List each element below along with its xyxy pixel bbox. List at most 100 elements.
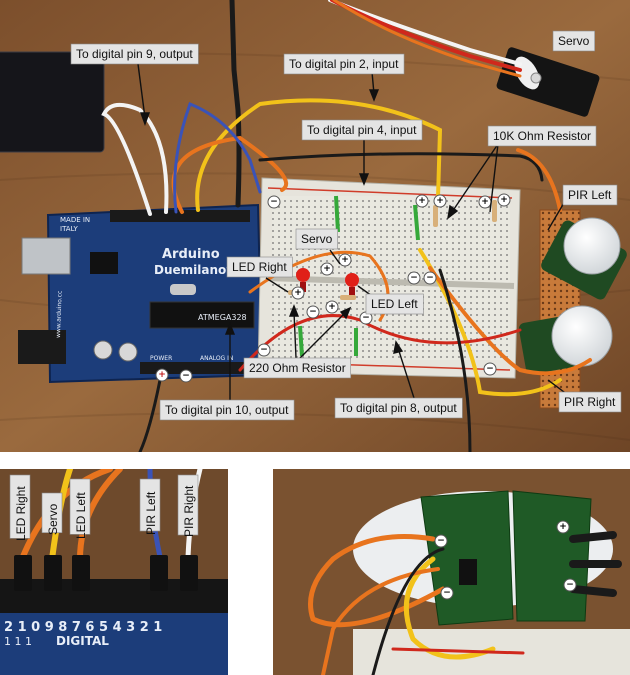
inset-label-pir-left: PIR Left <box>139 478 161 535</box>
plus-marker: + <box>497 193 511 207</box>
plus-marker: + <box>155 368 169 382</box>
svg-text:To digital pin 2, input: To digital pin 2, input <box>289 57 399 71</box>
callout-arrows <box>137 63 573 400</box>
svg-text:−: − <box>426 273 434 283</box>
callout-pin8: To digital pin 8, output <box>334 397 463 419</box>
svg-text:−: − <box>270 197 278 207</box>
minus-marker: − <box>440 586 454 600</box>
plus-marker: + <box>556 520 570 534</box>
svg-text:−: − <box>437 536 445 546</box>
minus-marker: − <box>563 578 577 592</box>
inset-header-closeup: LED Right Servo LED Left PIR Left PIR Ri… <box>0 469 228 675</box>
pir-sensor-left <box>541 217 627 300</box>
callout-pir-left: PIR Left <box>562 184 618 206</box>
minus-marker: − <box>434 534 448 548</box>
svg-text:+: + <box>158 370 166 380</box>
plus-marker: + <box>325 300 339 314</box>
board-site: www.arduino.cc <box>55 291 64 338</box>
header-numbers: 2 1 0 9 8 7 6 5 4 3 2 1 <box>4 620 162 635</box>
main-photo: MADE IN ITALY Arduino Duemilanove ATMEGA… <box>0 0 630 452</box>
callout-servo-top: Servo <box>552 30 595 52</box>
svg-text:10K Ohm Resistor: 10K Ohm Resistor <box>493 129 591 143</box>
usb-port <box>21 237 71 275</box>
digital-header <box>110 210 250 222</box>
inset-pir-drawing: − − + − <box>273 469 630 675</box>
svg-text:Servo: Servo <box>46 503 60 535</box>
svg-text:PIR Left: PIR Left <box>144 491 158 535</box>
svg-text:+: + <box>294 288 302 298</box>
svg-text:−: − <box>260 345 268 355</box>
minus-marker: − <box>483 362 497 376</box>
svg-text:To digital pin 10, output: To digital pin 10, output <box>165 403 289 417</box>
header-plugs <box>14 555 198 591</box>
led-right <box>296 268 310 292</box>
svg-text:To digital pin 8, output: To digital pin 8, output <box>340 401 457 415</box>
svg-text:+: + <box>559 522 567 532</box>
svg-text:−: − <box>486 364 494 374</box>
callout-pin2: To digital pin 2, input <box>283 53 405 75</box>
board-italy: ITALY <box>60 225 79 233</box>
minus-marker: − <box>179 369 193 383</box>
callout-pin9: To digital pin 9, output <box>70 43 199 65</box>
svg-text:+: + <box>341 255 349 265</box>
svg-text:−: − <box>410 273 418 283</box>
plus-marker: + <box>478 195 492 209</box>
board-edge <box>0 609 228 675</box>
board-chip-label: ATMEGA328 <box>198 313 247 322</box>
callout-10k-resistor: 10K Ohm Resistor <box>487 125 597 147</box>
arduino-board: MADE IN ITALY Arduino Duemilanove ATMEGA… <box>18 203 264 384</box>
callout-pin10: To digital pin 10, output <box>159 399 295 421</box>
atmega-chip <box>149 301 255 329</box>
green-jumpers <box>298 195 420 357</box>
inset-header-drawing: LED Right Servo LED Left PIR Left PIR Ri… <box>0 469 228 675</box>
plus-marker: + <box>320 262 334 276</box>
main-photo-drawing: MADE IN ITALY Arduino Duemilanove ATMEGA… <box>0 0 630 452</box>
digital-label: DIGITAL <box>56 634 109 648</box>
svg-text:+: + <box>436 196 444 206</box>
usb-chip <box>90 252 118 274</box>
plus-marker: + <box>291 286 305 300</box>
minus-marker: − <box>423 271 437 285</box>
pir-boards <box>420 490 592 626</box>
callout-servo-mid: Servo <box>295 228 338 250</box>
pir-wires <box>308 531 622 675</box>
plus-marker: + <box>433 194 447 208</box>
svg-text:Servo: Servo <box>301 232 333 246</box>
svg-text:+: + <box>418 196 426 206</box>
board-made-in: MADE IN <box>60 216 90 224</box>
board-name-duemilanove: Duemilanove <box>154 263 242 277</box>
svg-text:LED Left: LED Left <box>74 492 88 539</box>
inset-label-led-right: LED Right <box>9 474 31 541</box>
inset-pir-closeup: − − + − <box>273 469 630 675</box>
inset-label-led-left: LED Left <box>69 478 91 539</box>
svg-text:LED Left: LED Left <box>371 297 418 311</box>
svg-text:+: + <box>500 195 508 205</box>
svg-text:PIR Right: PIR Right <box>564 395 616 409</box>
minus-marker: − <box>306 305 320 319</box>
board-power: POWER <box>150 355 172 362</box>
callout-220-resistor: 220 Ohm Resistor <box>243 357 352 379</box>
solar-panel <box>0 51 105 153</box>
svg-text:PIR Right: PIR Right <box>182 485 196 537</box>
board-analog: ANALOG IN <box>200 355 233 362</box>
analog-header <box>140 362 255 374</box>
svg-text:−: − <box>443 588 451 598</box>
callout-led-left: LED Left <box>365 293 424 315</box>
callout-pin4: To digital pin 4, input <box>301 119 423 141</box>
svg-text:+: + <box>323 264 331 274</box>
callout-led-right: LED Right <box>226 256 293 278</box>
svg-text:To digital pin 4, input: To digital pin 4, input <box>307 123 417 137</box>
svg-text:PIR Left: PIR Left <box>568 188 612 202</box>
svg-text:To digital pin 9, output: To digital pin 9, output <box>76 47 193 61</box>
minus-marker: − <box>407 271 421 285</box>
svg-text:+: + <box>328 302 336 312</box>
plus-marker: + <box>338 253 352 267</box>
svg-text:−: − <box>309 307 317 317</box>
svg-text:−: − <box>182 371 190 381</box>
svg-text:Servo: Servo <box>558 34 590 48</box>
plus-marker: + <box>415 194 429 208</box>
callout-pir-right: PIR Right <box>558 391 622 413</box>
inset-label-pir-right: PIR Right <box>177 474 199 537</box>
pir-polarity-markers: − − + − <box>434 520 577 600</box>
svg-text:+: + <box>481 197 489 207</box>
